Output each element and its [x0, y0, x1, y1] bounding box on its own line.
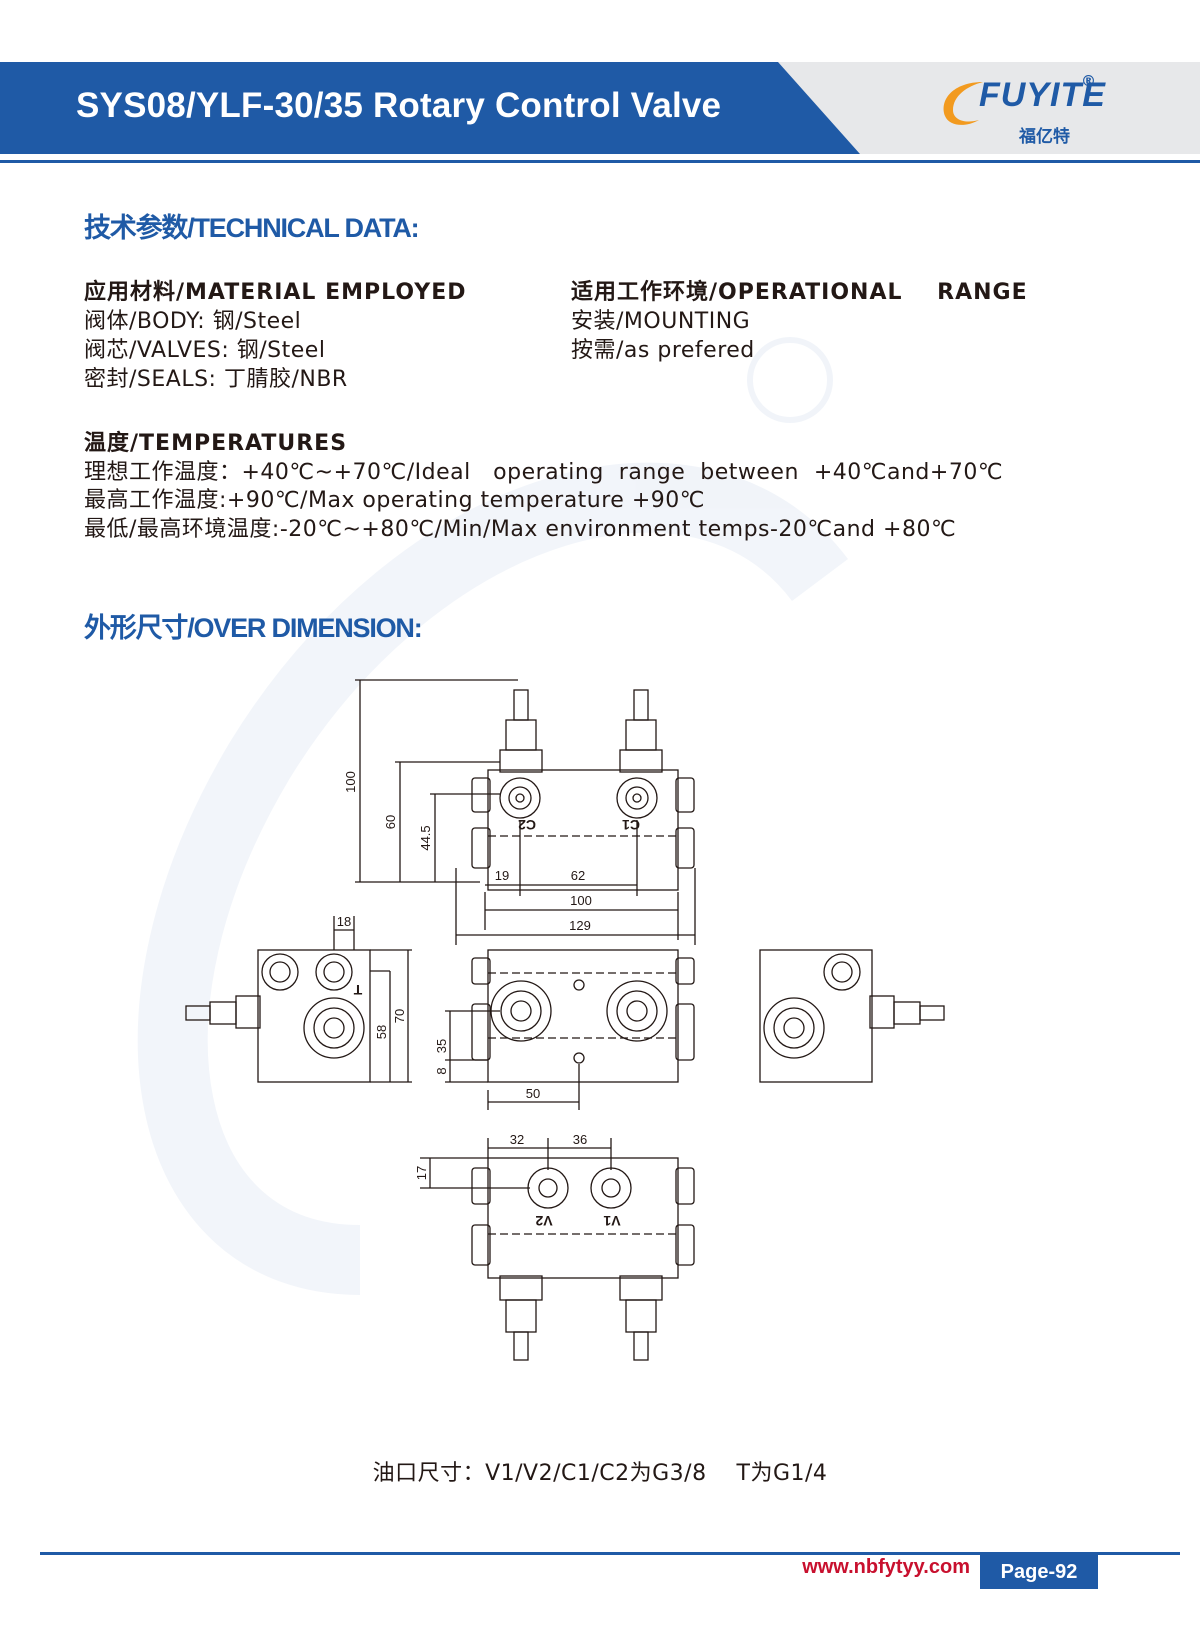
brand-logo: FUYITE ® 福亿特 — [935, 70, 1105, 150]
top-view — [355, 679, 696, 945]
port-size-note: 油口尺寸：V1/V2/C1/C2为G3/8 T为G1/4 — [372, 1461, 828, 1486]
port-c2-label: C2 — [518, 817, 536, 833]
dim-60: 60 — [383, 815, 398, 829]
logo-swoosh-icon — [943, 82, 983, 125]
dim-58: 58 — [374, 1025, 389, 1039]
port-c1-label: C1 — [622, 817, 640, 833]
left-side-view — [185, 916, 412, 1083]
dim-100-vertical: 100 — [343, 771, 358, 793]
dim-32: 32 — [510, 1132, 524, 1147]
port-v1-label: V1 — [603, 1213, 620, 1229]
temperature-ideal: 理想工作温度：+40℃~+70℃/Ideal operating range b… — [84, 459, 1004, 485]
operational-mounting: 安装/MOUNTING — [571, 309, 751, 334]
material-body: 阀体/BODY: 钢/Steel — [84, 309, 302, 334]
dim-129: 129 — [569, 918, 591, 933]
dimension-drawing: 100 60 44.5 19 62 100 129 C2 C1 18 T 58 … — [185, 679, 945, 1361]
page-title: SYS08/YLF-30/35 Rotary Control Valve — [76, 86, 722, 125]
operational-title: 适用工作环境/OPERATIONAL RANGE — [571, 280, 1028, 305]
dim-19: 19 — [495, 868, 509, 883]
dim-70: 70 — [392, 1009, 407, 1023]
page-header: SYS08/YLF-30/35 Rotary Control Valve FUY… — [0, 0, 1200, 175]
dim-50: 50 — [526, 1086, 540, 1101]
dim-35: 35 — [434, 1039, 449, 1053]
port-v2-label: V2 — [535, 1213, 552, 1229]
operational-column: 适用工作环境/OPERATIONAL RANGE 安装/MOUNTING 按需/… — [571, 278, 1028, 365]
website-link[interactable]: www.nbfytyy.com — [802, 1556, 970, 1578]
bottom-view — [420, 1138, 695, 1361]
temperature-minmax: 最低/最高环境温度:-20℃~+80℃/Min/Max environment … — [84, 516, 957, 542]
temperatures-block: 温度/TEMPERATURES 理想工作温度：+40℃~+70℃/Ideal o… — [84, 430, 1003, 544]
material-column: 应用材料/MATERIAL EMPLOYED 阀体/BODY: 钢/Steel … — [84, 278, 467, 394]
dim-100-horizontal: 100 — [570, 893, 592, 908]
page-number-badge: Page-92 — [980, 1555, 1098, 1589]
material-valves: 阀芯/VALVES: 钢/Steel — [84, 338, 326, 363]
port-t-label: T — [353, 982, 362, 998]
right-side-view — [759, 949, 945, 1083]
material-title: 应用材料/MATERIAL EMPLOYED — [84, 280, 467, 305]
temperature-max: 最高工作温度:+90℃/Max operating temperature +9… — [84, 488, 705, 513]
dim-17: 17 — [414, 1166, 429, 1180]
dim-44-5: 44.5 — [418, 825, 433, 850]
dim-18: 18 — [337, 914, 351, 929]
operational-as-preferred: 按需/as prefered — [571, 338, 755, 363]
header-banner — [0, 62, 1200, 163]
dim-8: 8 — [434, 1067, 449, 1074]
footer-divider — [40, 1552, 1180, 1555]
dim-62: 62 — [571, 868, 585, 883]
dimension-heading: 外形尺寸/OVER DIMENSION: — [84, 613, 423, 643]
technical-data-heading: 技术参数/TECHNICAL DATA: — [84, 213, 420, 243]
front-view — [445, 949, 695, 1110]
logo-text: FUYITE — [979, 76, 1106, 114]
temperatures-title: 温度/TEMPERATURES — [84, 431, 348, 456]
dim-36: 36 — [573, 1132, 587, 1147]
logo-chinese: 福亿特 — [1019, 127, 1070, 147]
material-seals: 密封/SEALS: 丁腈胶/NBR — [84, 367, 348, 392]
registered-mark: ® — [1081, 72, 1096, 90]
